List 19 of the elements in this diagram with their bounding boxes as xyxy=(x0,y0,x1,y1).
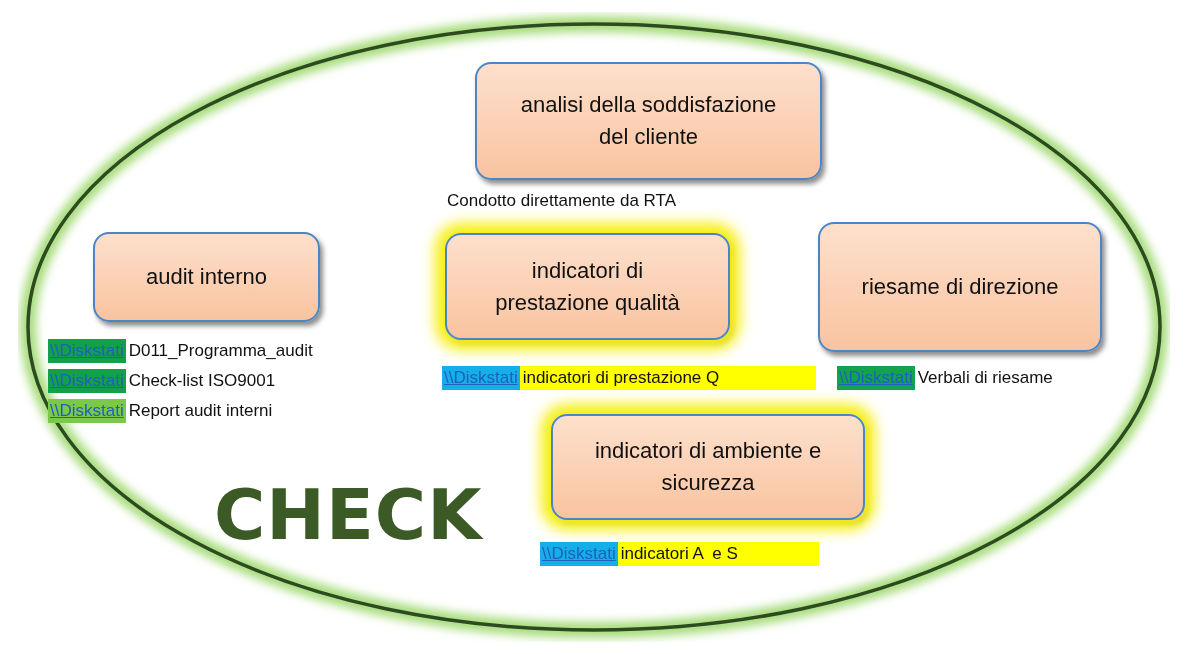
document-name: indicatori A e S xyxy=(617,542,819,566)
file-link: \\Diskstati xyxy=(837,366,915,390)
document-name: D011_Programma_audit xyxy=(127,340,314,362)
document-name: indicatori di prestazione Q xyxy=(519,366,816,390)
activity-box: analisi della soddisfazione del cliente xyxy=(475,62,822,180)
phase-title: CHECK xyxy=(214,474,483,556)
document-name: Report audit interni xyxy=(127,400,274,422)
document-name: Check-list ISO9001 xyxy=(127,370,277,392)
activity-box: indicatori di ambiente e sicurezza xyxy=(551,414,865,520)
file-link: \\Diskstati xyxy=(48,399,126,423)
file-link: \\Diskstati xyxy=(48,369,126,393)
activity-box: audit interno xyxy=(93,232,320,322)
activity-box: indicatori di prestazione qualità xyxy=(445,233,730,340)
activity-box: riesame di direzione xyxy=(818,222,1102,352)
document-name: Verbali di riesame xyxy=(916,367,1054,389)
file-link: \\Diskstati xyxy=(540,542,618,566)
file-link: \\Diskstati xyxy=(48,339,126,363)
file-link: \\Diskstati xyxy=(442,366,520,390)
note-text: Condotto direttamente da RTA xyxy=(447,191,676,211)
